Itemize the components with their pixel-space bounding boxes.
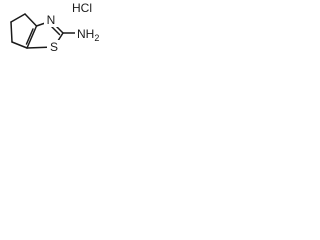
ring-sulfur-label: S xyxy=(50,40,58,54)
amine-label: NH2 xyxy=(77,27,99,43)
bond-c4-c5 xyxy=(10,13,26,23)
ring-nitrogen-label: N xyxy=(47,13,56,27)
bond-c3a-c4 xyxy=(24,13,38,27)
chemical-structure: HCl N S NH2 xyxy=(10,1,105,54)
bond-c3a-c6a-inner-double xyxy=(25,28,34,45)
salt-label: HCl xyxy=(72,1,92,15)
bond-c5-c6 xyxy=(10,21,13,43)
bond-c6a-c3a xyxy=(26,25,38,49)
sulfur-mask xyxy=(47,40,61,54)
nitrogen-mask xyxy=(44,13,58,27)
bond-c6-c6a xyxy=(11,41,28,49)
amine-label-main: NH xyxy=(77,27,94,41)
amine-mask xyxy=(75,25,105,42)
amine-label-subscript: 2 xyxy=(94,33,99,43)
